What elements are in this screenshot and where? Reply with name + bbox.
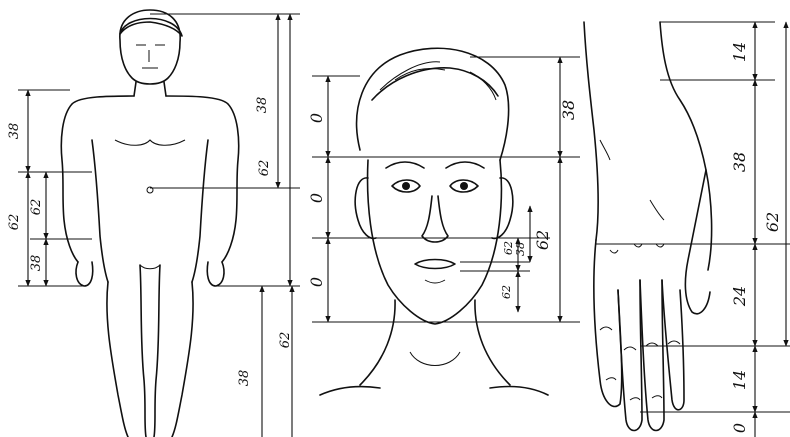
face-label-8: 62 bbox=[500, 285, 513, 299]
hand-guide-lines bbox=[596, 22, 790, 412]
hand-dimension-labels: 14 38 62 24 14 0 bbox=[730, 42, 782, 433]
hand-figure bbox=[584, 22, 712, 431]
face-label-7: 62 bbox=[502, 241, 515, 255]
body-label-8: 38 bbox=[237, 370, 252, 387]
face-label-3: 0 bbox=[307, 277, 326, 287]
hand-label-1: 14 bbox=[730, 42, 749, 62]
hand-label-2: 38 bbox=[730, 152, 749, 172]
hand-label-3: 62 bbox=[763, 212, 782, 232]
face-dimension-labels: 0 0 0 38 62 38 62 62 bbox=[307, 100, 578, 299]
face-label-2: 0 bbox=[307, 193, 326, 203]
body-figure bbox=[61, 10, 238, 437]
hand-panel: 14 38 62 24 14 0 bbox=[584, 22, 790, 437]
face-figure bbox=[320, 48, 548, 395]
body-label-7: 62 bbox=[278, 332, 293, 349]
body-label-5: 62 bbox=[257, 160, 272, 177]
face-dimension-lines bbox=[328, 57, 560, 322]
body-panel: 38 62 62 38 62 38 62 38 bbox=[7, 10, 300, 437]
body-dimension-lines bbox=[28, 14, 292, 437]
hand-label-4: 24 bbox=[730, 286, 749, 307]
face-label-4: 38 bbox=[559, 100, 578, 120]
face-label-5: 62 bbox=[533, 230, 552, 250]
body-label-6: 38 bbox=[255, 97, 270, 114]
face-label-1: 0 bbox=[307, 113, 326, 123]
hand-label-5: 14 bbox=[730, 370, 749, 390]
face-panel: 0 0 0 38 62 38 62 62 bbox=[307, 48, 580, 395]
body-label-4: 38 bbox=[29, 255, 44, 272]
face-guide-lines bbox=[312, 57, 580, 322]
body-label-2: 62 bbox=[7, 214, 22, 231]
face-label-6: 38 bbox=[514, 242, 527, 256]
body-label-1: 38 bbox=[7, 123, 22, 140]
hand-label-6: 0 bbox=[730, 423, 749, 433]
body-guide-lines bbox=[18, 14, 300, 286]
body-label-3: 62 bbox=[29, 199, 44, 216]
